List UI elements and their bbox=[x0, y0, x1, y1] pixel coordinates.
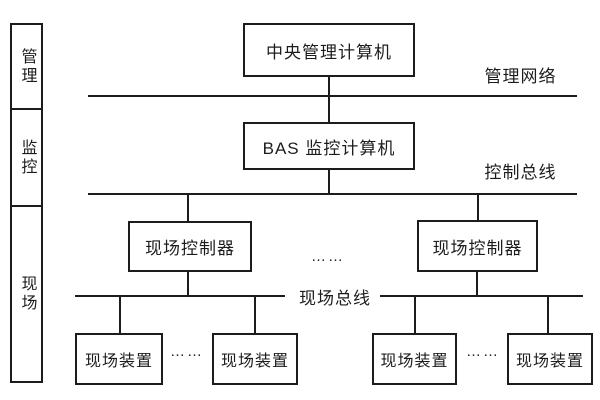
connector-field-bus-to-device-1 bbox=[119, 297, 121, 333]
devices-ellipsis-left: …… bbox=[170, 343, 204, 360]
field-bus-label: 现场总线 bbox=[299, 284, 370, 309]
controllers-ellipsis: …… bbox=[311, 248, 345, 265]
connector-bas-to-control-bus bbox=[328, 170, 330, 193]
sidebar-level-field-label: 现场 bbox=[18, 275, 36, 313]
field-device-1-box: 现场装置 bbox=[75, 333, 163, 385]
management-network-line bbox=[88, 95, 577, 97]
field-device-4-box: 现场装置 bbox=[507, 333, 593, 385]
connector-field-bus-to-device-3 bbox=[414, 297, 416, 333]
connector-control-bus-to-controller-right bbox=[477, 195, 479, 220]
management-network-label: 管理网络 bbox=[484, 67, 557, 86]
field-controller-right-box: 现场控制器 bbox=[417, 220, 538, 272]
sidebar-level-supervision: 监控 bbox=[12, 110, 41, 207]
field-device-2-box: 现场装置 bbox=[212, 333, 298, 385]
control-bus-line bbox=[88, 193, 577, 195]
sidebar-level-management-label: 管理 bbox=[18, 47, 36, 86]
field-bus-line-right bbox=[380, 295, 583, 297]
sidebar-level-management: 管理 bbox=[12, 25, 41, 110]
connector-central-to-bas bbox=[328, 77, 330, 122]
control-bus-label: 控制总线 bbox=[484, 163, 557, 182]
field-device-3-box: 现场装置 bbox=[372, 333, 457, 385]
field-controller-right-label: 现场控制器 bbox=[432, 238, 523, 258]
devices-ellipsis-right: …… bbox=[466, 343, 500, 360]
field-device-3-label: 现场装置 bbox=[380, 353, 449, 370]
field-controller-left-box: 现场控制器 bbox=[128, 221, 252, 272]
field-device-2-label: 现场装置 bbox=[220, 353, 289, 370]
field-bus-line-left bbox=[75, 295, 285, 297]
sidebar-level-supervision-label: 监控 bbox=[18, 138, 36, 177]
connector-field-bus-to-device-4 bbox=[547, 297, 549, 333]
field-device-4-label: 现场装置 bbox=[515, 353, 584, 370]
field-controller-left-label: 现场控制器 bbox=[145, 239, 235, 258]
field-device-1-label: 现场装置 bbox=[84, 353, 153, 370]
connector-controller-left-to-field-bus bbox=[187, 272, 189, 295]
bas-supervisory-computer-box: BAS 监控计算机 bbox=[243, 122, 415, 170]
central-management-computer-box: 中央管理计算机 bbox=[243, 23, 415, 77]
connector-field-bus-to-device-2 bbox=[254, 297, 256, 333]
level-sidebar: 管理 监控 现场 bbox=[10, 23, 43, 383]
central-management-computer-label: 中央管理计算机 bbox=[266, 42, 392, 62]
connector-control-bus-to-controller-left bbox=[187, 195, 189, 221]
sidebar-level-field: 现场 bbox=[12, 207, 41, 381]
connector-controller-right-to-field-bus bbox=[476, 272, 478, 295]
bas-supervisory-computer-label: BAS 监控计算机 bbox=[262, 138, 396, 158]
